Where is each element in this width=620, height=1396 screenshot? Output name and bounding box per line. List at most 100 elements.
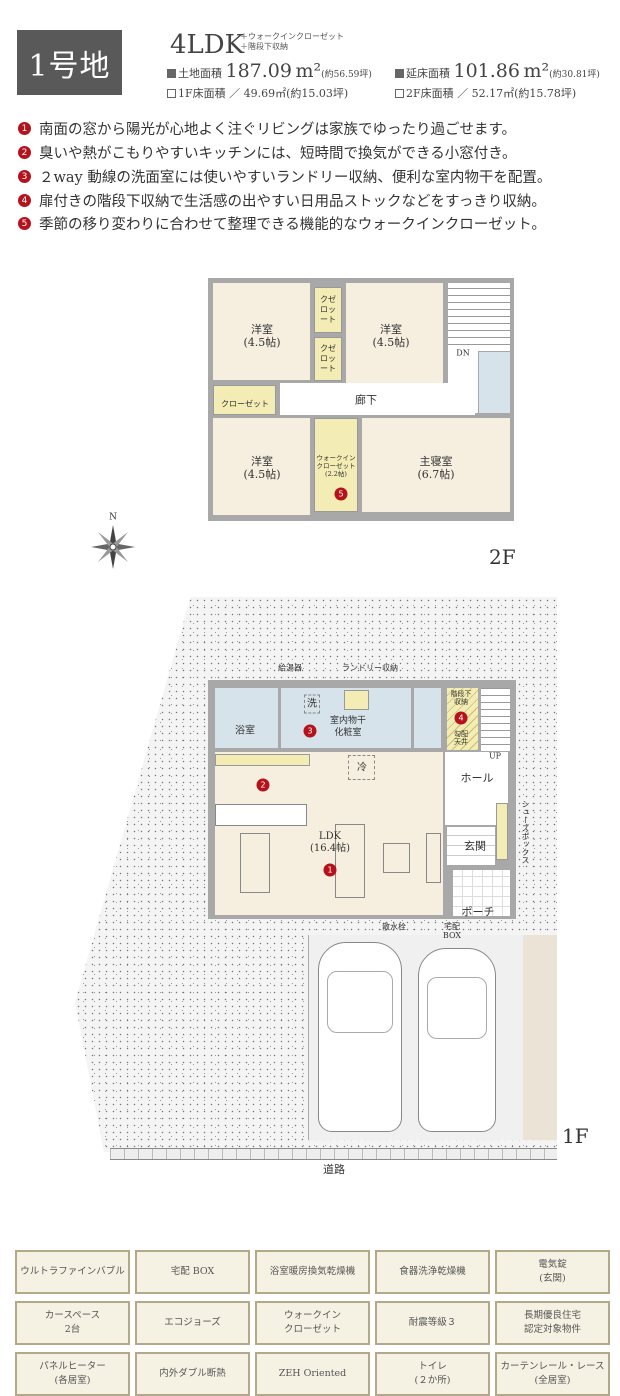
car-icon xyxy=(318,942,402,1132)
equipment-cell: 電気錠 (玄関) xyxy=(495,1250,610,1294)
feature-text: 扉付きの階段下収納で生活感の出やすい日用品ストックなどをすっきり収納。 xyxy=(39,194,546,210)
square-icon xyxy=(167,89,176,98)
room-label: 宅配 BOX xyxy=(442,922,462,940)
equipment-cell: 食器洗浄乾燥機 xyxy=(375,1250,490,1294)
land-area: 土地面積 187.09 m²(約56.59坪) xyxy=(167,60,372,82)
equipment-cell: エコジョーズ xyxy=(135,1301,250,1345)
closet-label: クローゼット xyxy=(221,399,269,409)
entrance xyxy=(447,827,495,865)
room-label: クゼ ロッ ート xyxy=(320,295,336,324)
layout-type: 4LDK xyxy=(170,30,245,60)
tv-stand xyxy=(426,833,441,883)
laundry-label: ランドリー収納 xyxy=(342,663,398,673)
feature-item: 1 南面の窓から陽光が心地よく注ぐリビングは家族でゆったり過ごせます。 xyxy=(18,118,516,139)
floor2-area-text: 2F床面積 ／ 52.17㎡(約15.78坪) xyxy=(406,87,577,100)
coffee-table xyxy=(383,843,410,873)
western-3-label: 洋室 (4.5帖) xyxy=(243,455,280,481)
floor-plan-2f: 洋室 (4.5帖) クゼ ロッ ート クゼ ロッ ート 洋室 (4.5帖) DN… xyxy=(0,0,620,580)
land-area-label: 土地面積 xyxy=(178,67,222,80)
marker-4: 4 xyxy=(454,711,468,725)
feature-text: 臭いや熱がこもりやすいキッチンには、短時間で換気ができる小窓付き。 xyxy=(39,146,517,162)
feature-text: 南面の窓から陽光が心地よく注ぐリビングは家族でゆったり過ごせます。 xyxy=(39,122,517,138)
room-label: 主寝室 (6.7帖) xyxy=(417,455,455,481)
room-label: クゼ ロッ ート xyxy=(320,344,336,373)
porch xyxy=(453,870,510,916)
floor-area-value: 101.86 xyxy=(453,60,520,82)
compass-north-label: N xyxy=(109,512,117,523)
loft-label: 勾配 天井 xyxy=(454,730,468,746)
closet-a xyxy=(314,287,342,333)
equipment-cell: ZEH Oriented xyxy=(255,1352,370,1396)
land-area-value: 187.09 xyxy=(225,60,292,82)
marker-2: 2 xyxy=(256,778,270,792)
road-curb xyxy=(110,1148,557,1160)
corridor xyxy=(280,383,475,415)
kitchen-counter xyxy=(215,804,307,826)
feature-number: 3 xyxy=(18,170,31,183)
faucet-label: 散水栓 xyxy=(382,922,406,932)
land-area-unit: m² xyxy=(295,60,322,82)
bath-label: 浴室 xyxy=(235,725,255,737)
square-icon xyxy=(395,69,404,78)
washer-label: 洗 xyxy=(304,694,320,714)
western-2-label: 洋室 (4.5帖) xyxy=(372,323,409,349)
room-label: LDK (16.4帖) xyxy=(309,831,351,854)
hall-label: ホール xyxy=(460,771,494,785)
floor-label-1f: 1F xyxy=(562,1124,589,1148)
floor2-area: 2F床面積 ／ 52.17㎡(約15.78坪) xyxy=(395,85,576,101)
equipment-cell: 内外ダブル断熱 xyxy=(135,1352,250,1396)
feature-item: 2 臭いや熱がこもりやすいキッチンには、短時間で換気ができる小窓付き。 xyxy=(18,142,516,163)
floor-area: 延床面積 101.86 m²(約30.81坪) xyxy=(395,60,600,82)
wic-label: ウォークイン クローゼット (2.2帖) xyxy=(317,454,356,478)
porch-label: ポーチ xyxy=(461,905,495,919)
toilet-2f xyxy=(479,352,510,413)
equipment-cell: カースペース 2台 xyxy=(15,1301,130,1345)
up-label: UP xyxy=(488,751,502,761)
compass-icon: N xyxy=(90,512,136,569)
equipment-cell: ウルトラファインバブル xyxy=(15,1250,130,1294)
vanity-label: 室内物干 化粧室 xyxy=(330,715,366,739)
bathroom xyxy=(215,688,278,748)
shoebox-label: シューズボックス xyxy=(521,800,530,864)
room-label: 勾配 天井 xyxy=(454,730,468,746)
room-label: ウォークイン クローゼット (2.2帖) xyxy=(316,454,356,478)
delivery-box-label: 宅配 BOX xyxy=(443,922,461,940)
room-western-1 xyxy=(213,283,310,380)
room-label: 室内物干 化粧室 xyxy=(329,716,367,738)
room-label: 洋室 (4.5帖) xyxy=(243,455,281,481)
dn-label: DN xyxy=(456,348,470,358)
layout-extra-wic: ＋ウォークインクローゼット xyxy=(240,32,344,41)
laundry-storage xyxy=(344,690,369,710)
equipment-cell: パネルヒーター (各居室) xyxy=(15,1352,130,1396)
closet xyxy=(213,385,276,415)
entrance-label: 玄関 xyxy=(464,839,486,853)
floor1-area-text: 1F床面積 ／ 49.69㎡(約15.03坪) xyxy=(178,87,349,100)
marker-3: 3 xyxy=(303,724,317,738)
feature-number: 1 xyxy=(18,122,31,135)
fridge-label: 冷 xyxy=(357,762,367,774)
feature-number: 2 xyxy=(18,146,31,159)
master-bedroom xyxy=(362,418,510,512)
feature-number: 5 xyxy=(18,217,31,230)
water-heater-label: 給湯器 xyxy=(278,663,302,673)
master-label: 主寝室 (6.7帖) xyxy=(417,455,454,481)
square-icon xyxy=(167,69,176,78)
feature-number: 4 xyxy=(18,194,31,207)
floor-area-unit: m² xyxy=(523,60,550,82)
shoe-box xyxy=(496,803,508,860)
floor-area-tsubo: (約30.81坪) xyxy=(549,70,600,80)
stairs xyxy=(448,283,510,351)
closet-b-label: クゼ ロッ ート xyxy=(320,344,336,374)
dining-table xyxy=(240,833,270,893)
floor-label-2f: 2F xyxy=(489,545,516,569)
feature-item: 5 季節の移り変わりに合わせて整理できる機能的なウォークインクローゼット。 xyxy=(18,213,546,234)
toilet-1f xyxy=(414,688,441,748)
under-stairs-label: 階段下 収納 xyxy=(451,690,472,706)
feature-text: 季節の移り変わりに合わせて整理できる機能的なウォークインクローゼット。 xyxy=(39,217,546,233)
stairs xyxy=(481,688,510,751)
land-area-tsubo: (約56.59坪) xyxy=(321,70,372,80)
western-1-label: 洋室 (4.5帖) xyxy=(243,323,280,349)
kitchen-cabinet xyxy=(215,754,310,766)
road-label: 道路 xyxy=(323,1163,345,1176)
ldk-label: LDK (16.4帖) xyxy=(310,831,350,855)
